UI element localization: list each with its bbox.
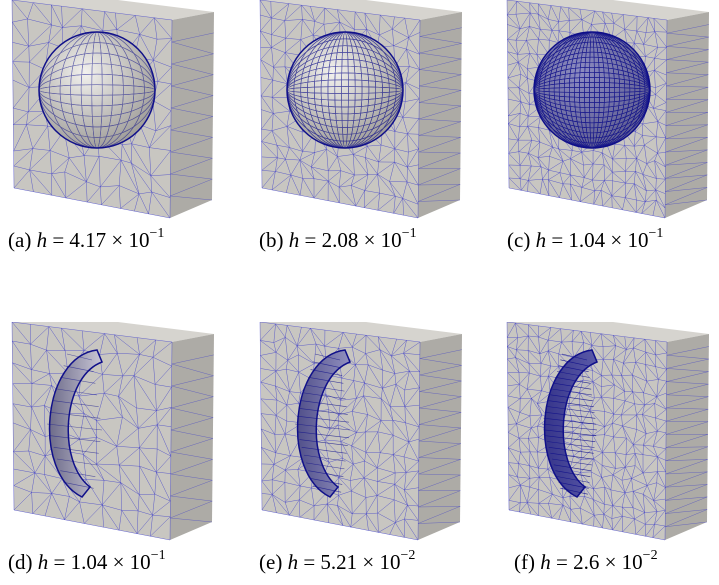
caption-b: (b) h = 2.08 × 10−1 bbox=[259, 226, 417, 252]
caption-a: (a) h = 4.17 × 10−1 bbox=[8, 226, 165, 252]
panel-a-mesh-image bbox=[2, 0, 214, 222]
panel-f-mesh-image bbox=[497, 322, 709, 544]
caption-c: (c) h = 1.04 × 10−1 bbox=[507, 226, 664, 252]
mesh-svg bbox=[259, 0, 462, 219]
panel-c-mesh-image bbox=[497, 0, 709, 222]
panel-d-mesh-image bbox=[2, 322, 214, 544]
caption-e: (e) h = 5.21 × 10−2 bbox=[259, 548, 416, 574]
mesh-svg bbox=[259, 322, 462, 541]
panel-b-mesh-image bbox=[250, 0, 462, 222]
mesh-svg bbox=[506, 0, 709, 219]
torus-inclusion bbox=[46, 349, 103, 498]
sphere-inclusion bbox=[38, 31, 156, 149]
caption-d: (d) h = 1.04 × 10−1 bbox=[8, 548, 166, 574]
caption-f: (f) h = 2.6 × 10−2 bbox=[514, 548, 658, 574]
panel-e-mesh-image bbox=[250, 322, 462, 544]
torus-inclusion bbox=[294, 349, 351, 498]
torus-inclusion bbox=[541, 349, 598, 498]
mesh-svg bbox=[506, 322, 709, 541]
mesh-svg bbox=[11, 0, 214, 219]
sphere-inclusion bbox=[286, 31, 404, 149]
sphere-inclusion bbox=[533, 31, 651, 149]
mesh-svg bbox=[11, 322, 214, 541]
